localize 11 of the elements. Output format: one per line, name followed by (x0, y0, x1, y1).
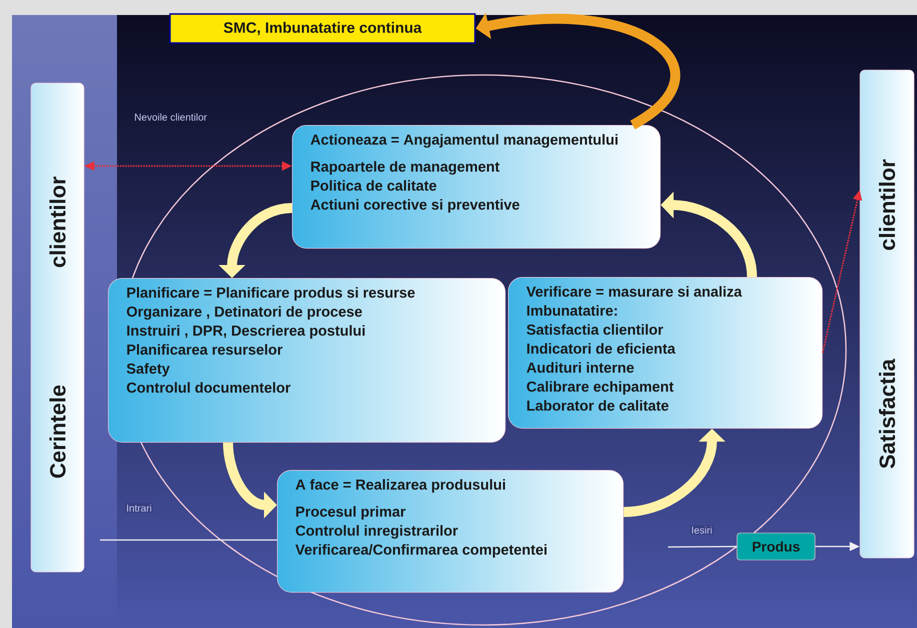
process-box: Planificare = Planificare produs si resurse Organizare , Detinatori de procese Instruiri , DPR, Descrierea postului Planificarea resurselor Safety Controlul documentelor (108, 278, 506, 443)
connector-line (100, 539, 277, 541)
process-box: A face = Realizarea produsului Procesul primar Controlul inregistrarilor Verificarea/Confirmarea competentei (277, 470, 624, 593)
connector-line (668, 546, 737, 548)
header-box: SMC, Imbunatatire continua (169, 13, 476, 44)
process-box: Verificare = masurare si analiza Imbunatatire: Satisfactia clientilor Indicatori de eficienta Audituri interne Calibrare echipament Laborator de calitate (508, 277, 823, 429)
annotation-label: Nevoile clientilor (135, 113, 207, 121)
process-box: Actioneaza = Angajamentul managementului Rapoartele de management Politica de calitate Actiuni corective si preventive (292, 125, 661, 249)
output-box: Produs (736, 532, 816, 560)
vertical-banner: Satisfactia clientilor (860, 70, 914, 558)
vertical-banner: Cerintele clientilor (30, 82, 84, 572)
